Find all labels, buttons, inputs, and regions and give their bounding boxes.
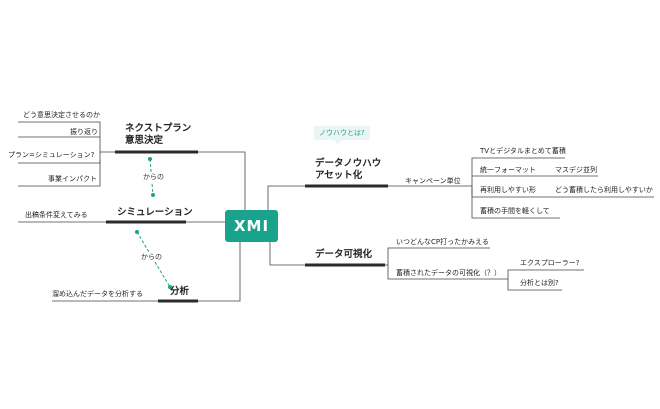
callout-knowhow[interactable]: ノウハウとは?: [314, 126, 370, 144]
subtopic-how-store-for-reuse[interactable]: どう蓄積したら利用しやすいか: [555, 186, 653, 194]
subtopic-plan-simulation[interactable]: プラン=シミュレーション?: [8, 151, 95, 159]
topic-simulation[interactable]: シミュレーション: [117, 207, 193, 218]
topic-data-asset-line1: データノウハウ: [315, 158, 382, 169]
topic-data-visualization[interactable]: データ可視化: [315, 249, 373, 260]
relation-label-1: からの: [142, 172, 165, 182]
subtopic-tv-digital[interactable]: TVとデジタルまとめて蓄積: [480, 147, 566, 155]
subtopic-review[interactable]: 振り返り: [70, 128, 98, 136]
topic-next-plan-line1: ネクストプラン: [125, 123, 192, 134]
subtopic-reduce-effort[interactable]: 蓄積の手間を軽くして: [480, 207, 550, 215]
central-topic-xmi[interactable]: XMI: [225, 210, 278, 242]
subtopic-see-campaigns[interactable]: いつどんなCP打ったかみえる: [396, 238, 489, 246]
subtopic-how-decide[interactable]: どう意思決定させるのか: [23, 111, 100, 119]
subtopic-business-impact[interactable]: 事業インパクト: [48, 175, 97, 183]
subtopic-visualize-stored[interactable]: 蓄積されたデータの可視化（？）: [396, 269, 501, 277]
relation-label-2: からの: [140, 252, 163, 262]
topic-next-plan[interactable]: ネクストプラン 意思決定: [125, 123, 191, 147]
subtopic-separate-from-analysis[interactable]: 分析とは別?: [520, 279, 559, 287]
subtopic-unified-format[interactable]: 統一フォーマット: [480, 166, 536, 174]
topic-data-asset-line2: アセット化: [315, 169, 363, 181]
subtopic-campaign-unit[interactable]: キャンペーン単位: [405, 177, 461, 185]
subtopic-change-conditions[interactable]: 出稿条件変えてみる: [25, 211, 88, 219]
subtopic-analyze-stored-data[interactable]: 溜め込んだデータを分析する: [52, 290, 143, 298]
topic-data-asset[interactable]: データノウハウ アセット化: [315, 158, 381, 182]
subtopic-mass-digital-parallel[interactable]: マスデジ並列: [555, 166, 597, 174]
topic-next-plan-line2: 意思決定: [125, 134, 164, 146]
topic-analysis[interactable]: 分析: [170, 286, 190, 297]
subtopic-explorer[interactable]: エクスプローラー?: [520, 259, 580, 267]
subtopic-reusable-form[interactable]: 再利用しやすい形: [480, 186, 536, 194]
